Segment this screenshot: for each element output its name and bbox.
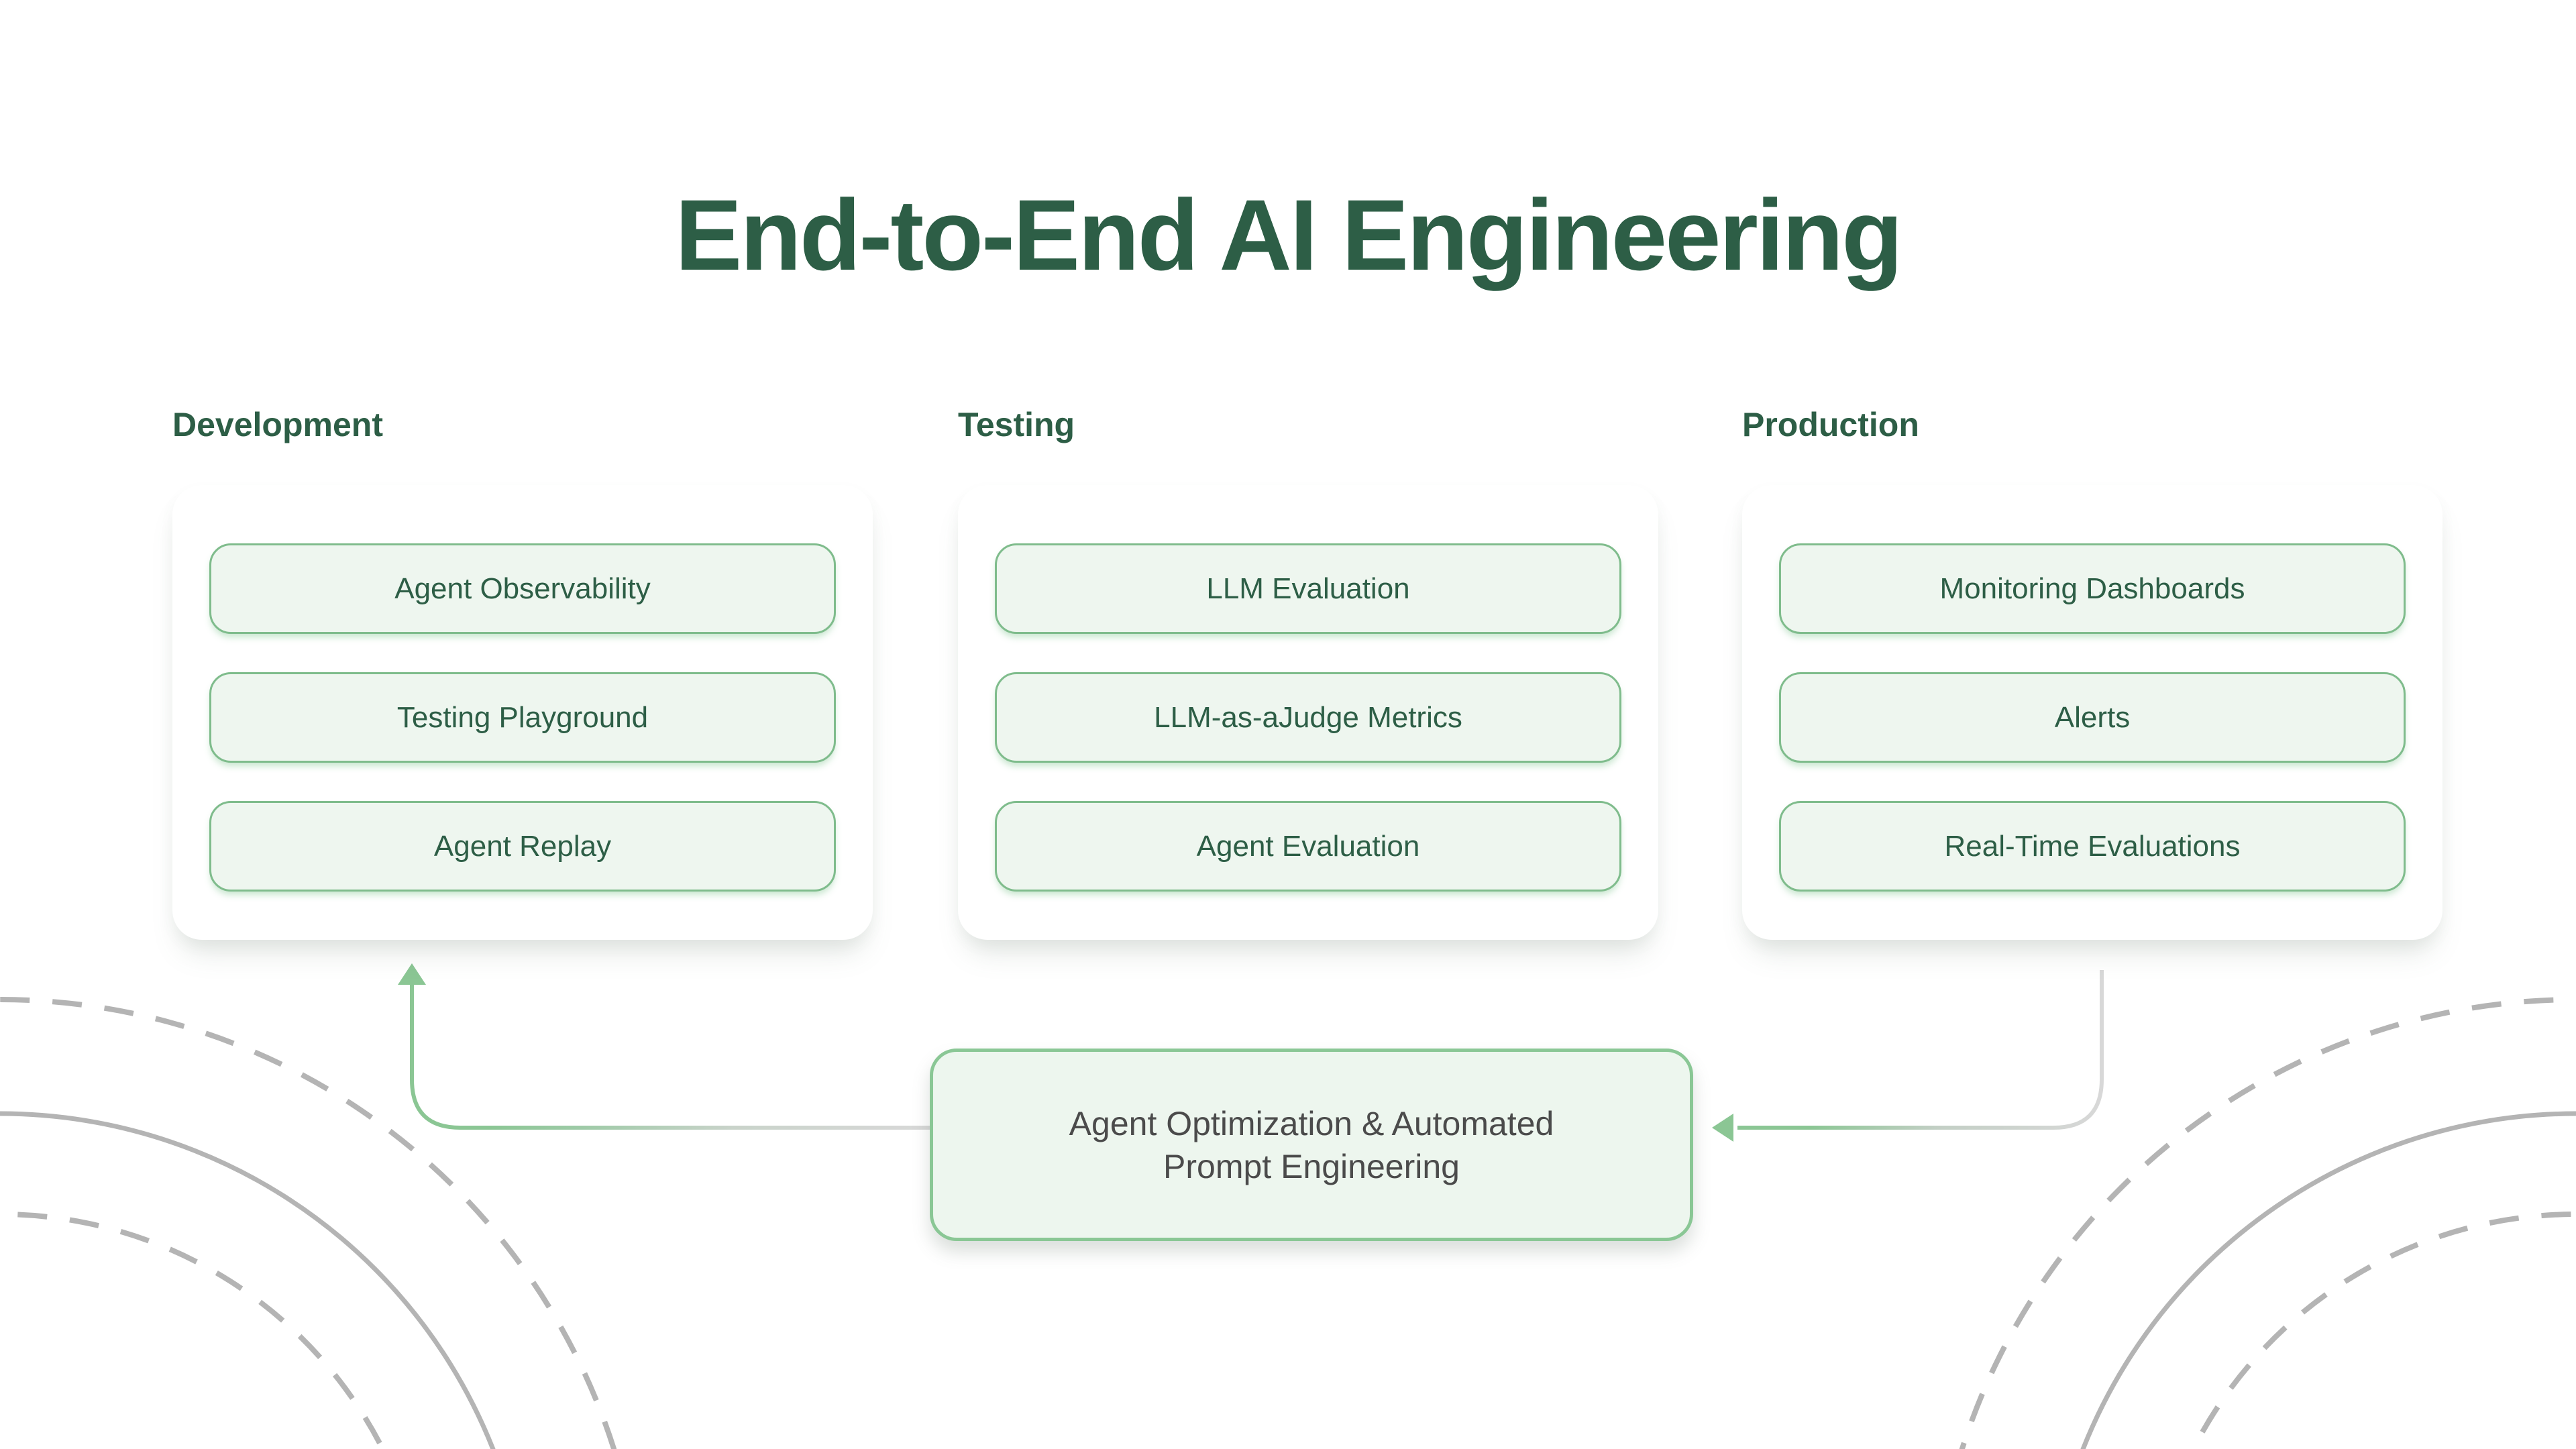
pill-llm-evaluation: LLM Evaluation	[995, 543, 1621, 634]
connector-production-to-box	[1712, 970, 2104, 1142]
left-arrowhead-icon	[1712, 1114, 1733, 1142]
column-label-production: Production	[1742, 406, 1919, 443]
page-title: End-to-End AI Engineering	[675, 178, 1903, 291]
bottom-right-arcs	[1959, 997, 2576, 1449]
column-label-development: Development	[172, 406, 383, 443]
pill-llm-as-a-judge-metrics: LLM-as-aJudge Metrics	[995, 672, 1621, 763]
agent-optimization-box: Agent Optimization & Automated Prompt En…	[930, 1049, 1693, 1241]
pill-agent-observability: Agent Observability	[209, 543, 836, 634]
pill-agent-evaluation: Agent Evaluation	[995, 801, 1621, 892]
pill-real-time-evaluations: Real-Time Evaluations	[1779, 801, 2406, 892]
connector-box-to-development	[398, 963, 930, 1130]
pill-monitoring-dashboards: Monitoring Dashboards	[1779, 543, 2406, 634]
pill-alerts: Alerts	[1779, 672, 2406, 763]
agent-optimization-box-line1: Agent Optimization & Automated	[1069, 1104, 1554, 1142]
pill-testing-playground: Testing Playground	[209, 672, 836, 763]
production-card: Monitoring Dashboards Alerts Real-Time E…	[1742, 485, 2443, 940]
agent-optimization-box-line2: Prompt Engineering	[1163, 1147, 1460, 1185]
bottom-left-arcs	[0, 997, 617, 1449]
up-arrowhead-icon	[398, 963, 426, 985]
development-card: Agent Observability Testing Playground A…	[172, 485, 873, 940]
column-development: Development Agent Observability Testing …	[172, 405, 873, 940]
pill-agent-replay: Agent Replay	[209, 801, 836, 892]
testing-card: LLM Evaluation LLM-as-aJudge Metrics Age…	[958, 485, 1658, 940]
column-production: Production Monitoring Dashboards Alerts …	[1742, 405, 2443, 940]
column-label-testing: Testing	[958, 406, 1075, 443]
column-testing: Testing LLM Evaluation LLM-as-aJudge Met…	[958, 405, 1658, 940]
